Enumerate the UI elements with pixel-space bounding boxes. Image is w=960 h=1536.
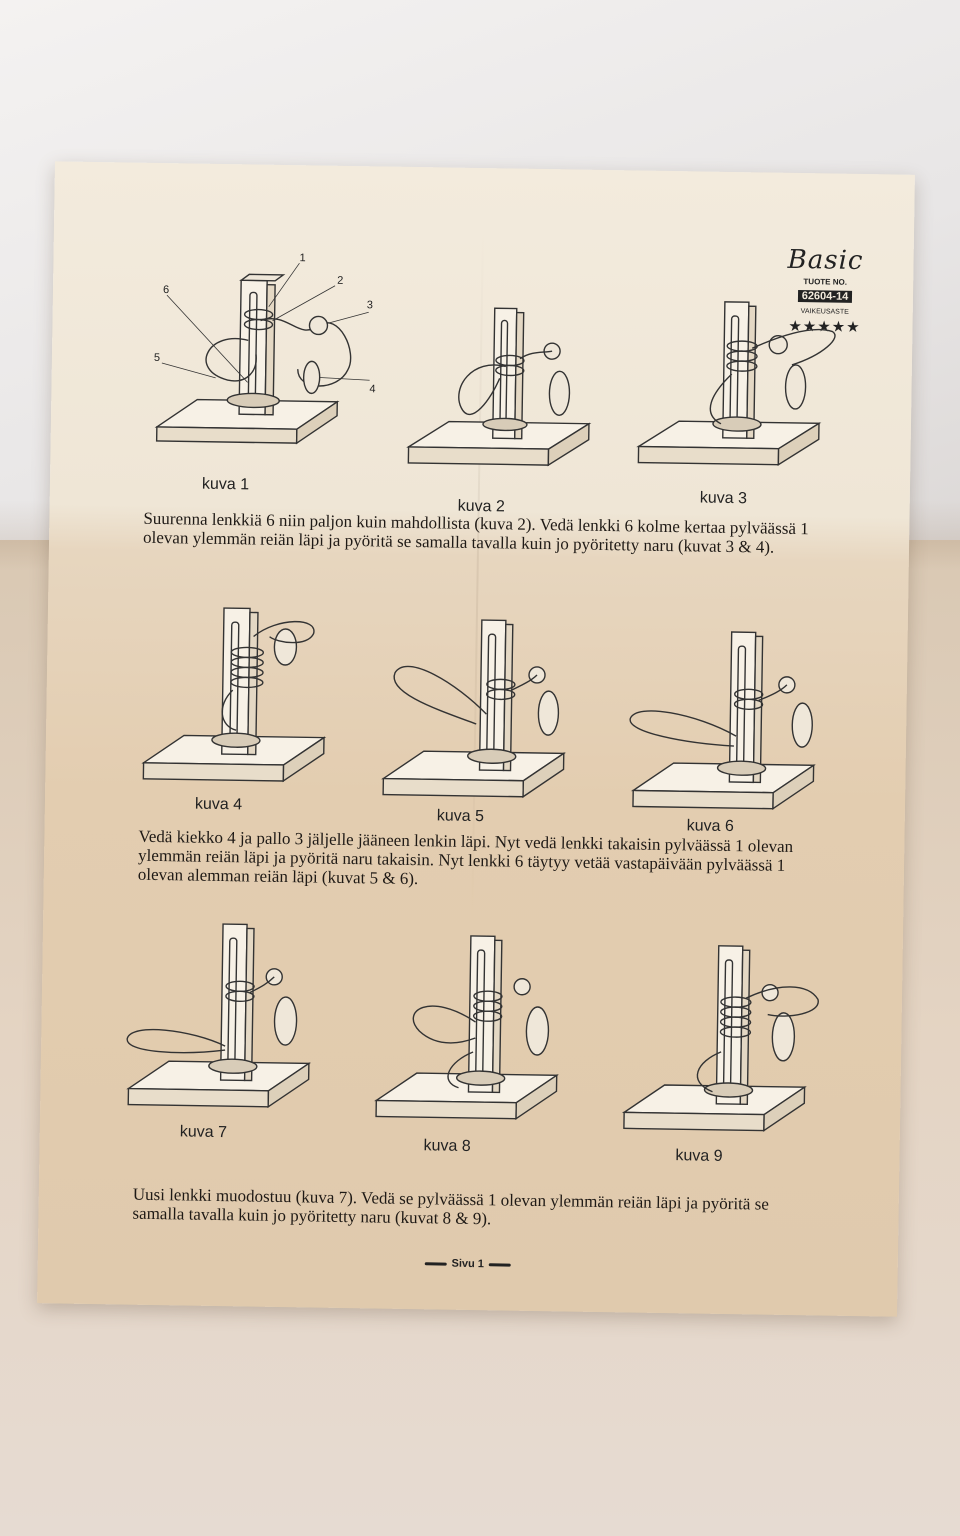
figure-3: [630, 282, 864, 516]
figure-2: [399, 287, 633, 521]
page-number: Sivu 1: [451, 1257, 485, 1271]
callout-2: 2: [337, 275, 343, 287]
puzzle-illustration-8: [374, 935, 559, 1121]
caption-kuva-9: kuva 9: [675, 1147, 723, 1165]
callout-4: 4: [369, 383, 375, 395]
figure-4: [135, 595, 369, 829]
callout-leaders: [161, 262, 370, 383]
caption-kuva-4: kuva 4: [194, 795, 243, 814]
puzzle-drawing: [636, 301, 836, 466]
puzzle-drawing: [141, 607, 327, 783]
figure-6: [624, 622, 858, 856]
figure-7: [120, 918, 354, 1152]
caption-kuva-7: kuva 7: [179, 1123, 228, 1142]
instruction-paragraph-1: Suurenna lenkkiä 6 niin paljon kuin mahd…: [142, 508, 809, 557]
puzzle-illustration-6: [629, 631, 816, 811]
puzzle-drawing: [406, 307, 592, 467]
caption-kuva-3: kuva 3: [699, 489, 748, 508]
puzzle-illustration-9: [621, 945, 819, 1132]
footer-bar-right: [488, 1262, 511, 1267]
page-footer: Sivu 1: [38, 1251, 898, 1277]
brand-logo: Basic: [787, 244, 864, 277]
instruction-paragraph-2: Vedä kiekko 4 ja pallo 3 jäljelle jäänee…: [137, 826, 794, 889]
callout-5: 5: [154, 352, 160, 364]
callout-1: 1: [299, 252, 305, 264]
figure-5: [374, 612, 608, 846]
puzzle-drawing: [126, 923, 312, 1109]
puzzle-drawing: [629, 631, 816, 811]
callout-6: 6: [163, 284, 169, 296]
instruction-paragraph-3: Uusi lenkki muodostuu (kuva 7). Vedä se …: [132, 1184, 769, 1229]
puzzle-illustration-5: [381, 619, 567, 799]
figure-1: 1 2 3 4 5 6: [146, 249, 380, 483]
footer-bar-left: [424, 1261, 447, 1266]
callout-3: 3: [367, 299, 373, 311]
puzzle-drawing: [381, 619, 567, 799]
caption-kuva-6: kuva 6: [686, 817, 734, 836]
puzzle-illustration-2: [406, 307, 592, 467]
figure-9: [615, 940, 849, 1174]
figure-8: [367, 930, 601, 1164]
puzzle-illustration-1: 1 2 3 4 5 6: [154, 252, 376, 445]
puzzle-illustration-7: [126, 923, 312, 1109]
puzzle-drawing: [374, 935, 559, 1121]
caption-kuva-5: kuva 5: [436, 807, 485, 826]
puzzle-drawing: [621, 945, 819, 1132]
puzzle-illustration-3: [636, 301, 836, 466]
caption-kuva-8: kuva 8: [423, 1137, 471, 1155]
caption-kuva-1: kuva 1: [201, 475, 250, 494]
puzzle-illustration-4: [141, 607, 327, 783]
puzzle-drawing: [154, 273, 352, 445]
instruction-sheet: Basic TUOTE NO. 62604-14 VAIKEUSASTE ★★★…: [37, 161, 915, 1317]
